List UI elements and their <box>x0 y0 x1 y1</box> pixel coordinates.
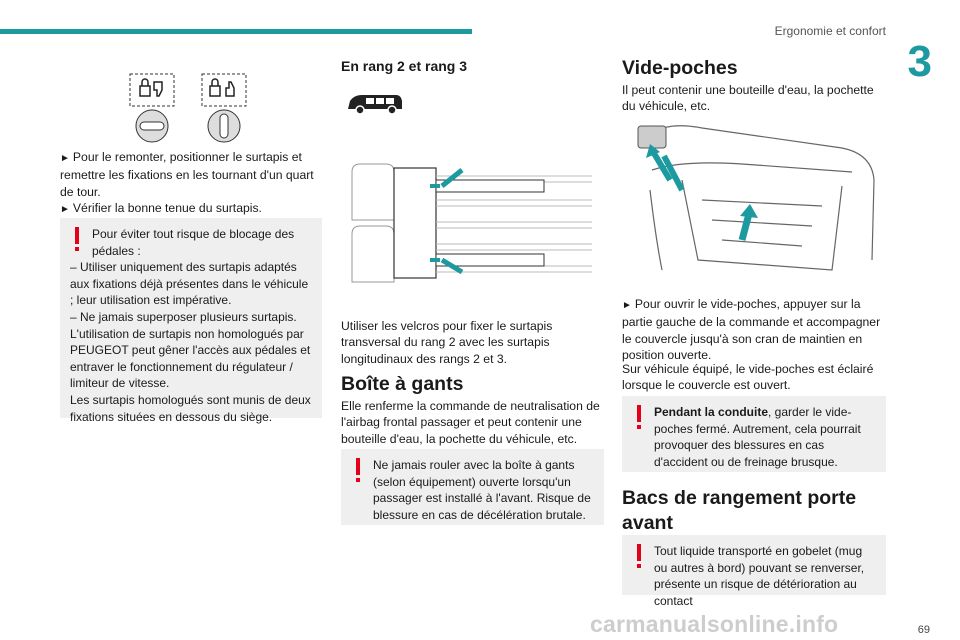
velcro-instruction: Utiliser les velcros pour fixer le surta… <box>341 319 553 366</box>
storage-tray-instruction: ►Pour ouvrir le vide-poches, appuyer sur… <box>622 297 881 363</box>
glovebox-description: Elle renferme la commande de neutralisat… <box>341 399 600 446</box>
instruction-refit: ►Pour le remonter, positionner le surtap… <box>60 150 314 199</box>
storage-tray-illustration <box>637 125 875 271</box>
carpet-fixation-illustration <box>129 73 247 143</box>
driving-warning-box: Pendant la conduite, garder le vide-poch… <box>622 396 886 472</box>
watermark: carmanualsonline.info <box>590 611 839 637</box>
warning-exclamation-icon <box>75 227 79 251</box>
header-accent-bar <box>0 29 472 34</box>
door-bins-title: Bacs de rangement porte avant <box>622 487 857 534</box>
glovebox-warning-box: Ne jamais rouler avec la boîte à gants (… <box>341 449 604 525</box>
storage-tray-title: Vide-poches <box>622 57 738 79</box>
chapter-number: 3 <box>907 37 932 86</box>
door-bins-warning-box: Tout liquide transporté en gobelet (mug … <box>622 535 886 608</box>
warning-exclamation-icon <box>637 544 641 568</box>
pedal-warning-box: Pour éviter tout risque de blocage des p… <box>60 218 322 424</box>
refit-instructions: ►Pour le remonter, positionner le surtap… <box>60 149 322 219</box>
arrow-bullet-icon: ► <box>60 204 70 216</box>
arrow-bullet-icon: ► <box>60 153 70 164</box>
glovebox-title: Boîte à gants <box>341 373 464 395</box>
warning-exclamation-icon <box>356 458 360 482</box>
instruction-check: ►Vérifier la bonne tenue du surtapis. <box>60 200 322 218</box>
arrow-bullet-icon: ► <box>622 300 632 311</box>
storage-tray-intro: Il peut contenir une bouteille d'eau, la… <box>622 83 874 114</box>
storage-tray-note: Sur véhicule équipé, le vide-poches est … <box>622 362 874 393</box>
row-carpets-illustration <box>351 163 592 283</box>
page-number: 69 <box>917 624 930 636</box>
section-subtitle: En rang 2 et rang 3 <box>341 58 468 74</box>
chapter-title: Ergonomie et confort <box>774 24 886 38</box>
warning-exclamation-icon <box>637 405 641 429</box>
van-icon <box>348 95 402 115</box>
